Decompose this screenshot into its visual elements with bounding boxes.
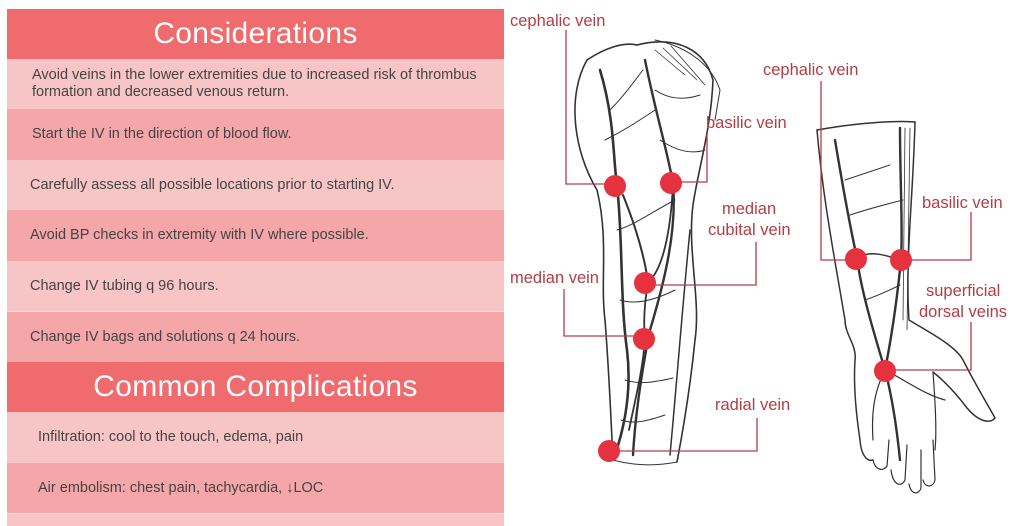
consideration-item: Avoid veins in the lower extremities due… bbox=[7, 59, 504, 109]
label-basilic-forearm: basilic vein bbox=[922, 194, 1003, 212]
label-basilic-arm: basilic vein bbox=[706, 114, 787, 132]
leader-median-cubital bbox=[645, 242, 757, 286]
site-basilic-forearm bbox=[890, 249, 912, 271]
complication-item: Air embolism: chest pain, tachycardia, ↓… bbox=[7, 463, 504, 513]
label-superficial-line2: dorsal veins bbox=[919, 303, 1007, 321]
label-superficial-line1: superficial bbox=[926, 282, 1000, 300]
label-cephalic-forearm: cephalic vein bbox=[763, 61, 858, 79]
leader-cephalic-arm bbox=[565, 30, 615, 185]
considerations-panel: Considerations Avoid veins in the lower … bbox=[7, 9, 504, 526]
label-median-cubital-line2: cubital vein bbox=[708, 221, 791, 239]
site-median-arm bbox=[633, 328, 655, 350]
site-cephalic-forearm bbox=[845, 248, 867, 270]
consideration-item: Start the IV in the direction of blood f… bbox=[7, 109, 504, 160]
leader-radial bbox=[609, 418, 758, 452]
site-cephalic-arm bbox=[604, 175, 626, 197]
complication-item: Infiltration: cool to the touch, edema, … bbox=[7, 412, 504, 463]
site-superficial-dorsal bbox=[874, 360, 896, 382]
arm-illustration bbox=[574, 39, 721, 466]
leader-cephalic-forearm bbox=[820, 81, 855, 261]
leader-basilic-forearm bbox=[901, 212, 972, 261]
complications-heading: Common Complications bbox=[7, 362, 504, 412]
consideration-item: Change IV tubing q 96 hours. bbox=[7, 261, 504, 311]
label-median-cubital-line1: median bbox=[722, 200, 776, 218]
leader-basilic-arm bbox=[671, 134, 708, 183]
consideration-item: Avoid BP checks in extremity with IV whe… bbox=[7, 210, 504, 261]
label-cephalic-arm: cephalic vein bbox=[510, 12, 605, 30]
site-radial bbox=[598, 440, 620, 462]
site-median-cubital bbox=[634, 272, 656, 294]
considerations-heading: Considerations bbox=[7, 9, 504, 59]
leader-median-arm bbox=[563, 289, 643, 337]
consideration-item: Change IV bags and solutions q 24 hours. bbox=[7, 311, 504, 362]
complication-item-partial bbox=[7, 513, 504, 526]
label-radial: radial vein bbox=[715, 396, 790, 414]
vein-diagram: cephalic vein basilic vein median cubita… bbox=[510, 12, 1007, 494]
label-median-arm: median vein bbox=[510, 269, 599, 287]
leader-superficial bbox=[885, 322, 972, 371]
site-basilic-arm bbox=[660, 172, 682, 194]
consideration-item: Carefully assess all possible locations … bbox=[7, 160, 504, 210]
